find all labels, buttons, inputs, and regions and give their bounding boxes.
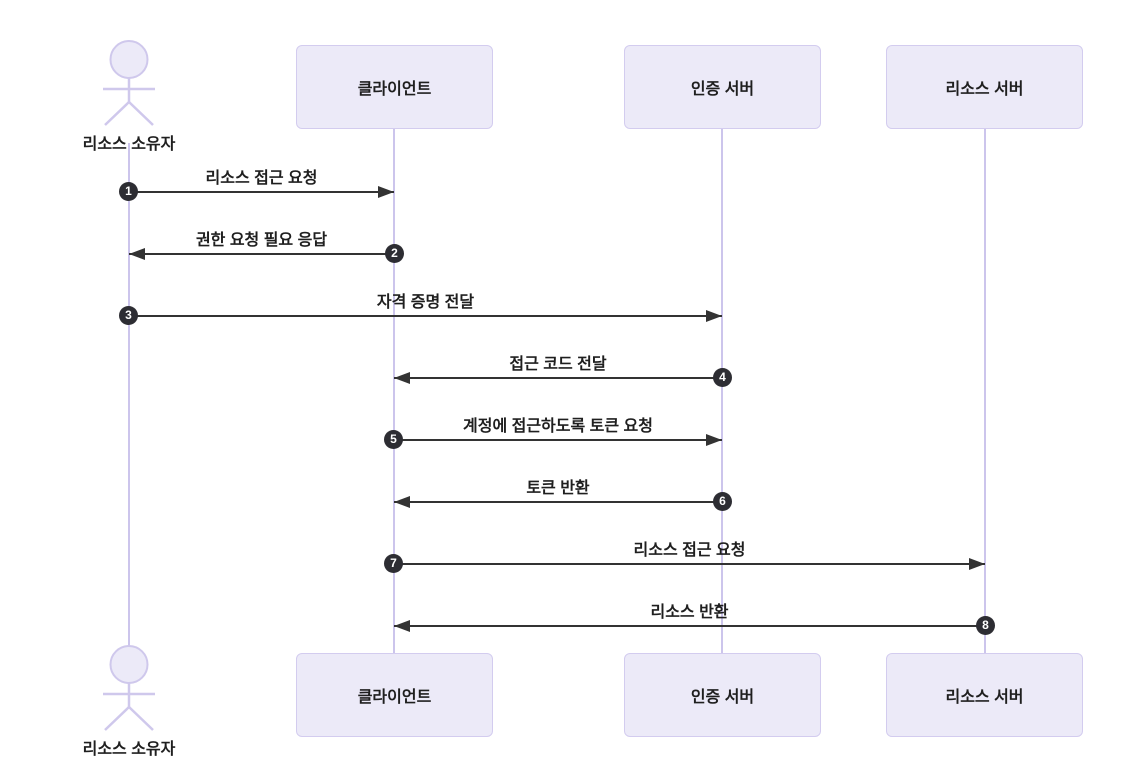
sequence-number-badge: 6 — [713, 492, 732, 511]
participant-client-bottom: 클라이언트 — [296, 653, 493, 737]
actor-label: 리소스 소유자 — [82, 136, 176, 153]
person-icon — [103, 645, 155, 731]
message-label: 자격 증명 전달 — [376, 294, 475, 311]
sequence-number-badge: 1 — [119, 182, 138, 201]
participant-label: 클라이언트 — [357, 689, 432, 706]
arrow-left-icon — [394, 620, 985, 632]
message-1: 리소스 접근 요청 1 — [119, 164, 394, 206]
arrow-left-icon — [394, 372, 722, 384]
message-2: 권한 요청 필요 응답 2 — [129, 226, 404, 268]
participant-auth-server-top: 인증 서버 — [624, 45, 821, 129]
lifeline-resource-owner — [128, 143, 130, 646]
lifeline-auth-server — [721, 129, 723, 653]
message-5: 계정에 접근하도록 토큰 요청 5 — [384, 412, 722, 454]
message-6: 토큰 반환 6 — [394, 474, 732, 516]
actor-resource-owner-bottom: 리소스 소유자 — [59, 645, 199, 759]
message-label: 리소스 접근 요청 — [205, 170, 318, 187]
message-4: 접근 코드 전달 4 — [394, 350, 732, 392]
sequence-number-badge: 2 — [385, 244, 404, 263]
participant-resource-server-top: 리소스 서버 — [886, 45, 1083, 129]
message-7: 리소스 접근 요청 7 — [384, 536, 985, 578]
arrow-left-icon — [394, 496, 722, 508]
arrow-right-icon — [394, 434, 722, 446]
sequence-number-badge: 7 — [384, 554, 403, 573]
lifeline-client — [393, 129, 395, 653]
arrow-right-icon — [129, 186, 394, 198]
arrow-right-icon — [129, 310, 722, 322]
message-label: 권한 요청 필요 응답 — [195, 232, 328, 249]
participant-label: 클라이언트 — [357, 81, 432, 98]
participant-label: 인증 서버 — [690, 81, 755, 98]
message-label: 접근 코드 전달 — [509, 356, 607, 373]
sequence-number-badge: 5 — [384, 430, 403, 449]
participant-resource-server-bottom: 리소스 서버 — [886, 653, 1083, 737]
arrow-right-icon — [394, 558, 985, 570]
participant-client-top: 클라이언트 — [296, 45, 493, 129]
message-label: 리소스 접근 요청 — [633, 542, 746, 559]
person-icon — [103, 40, 155, 126]
message-3: 자격 증명 전달 3 — [119, 288, 722, 330]
message-label: 계정에 접근하도록 토큰 요청 — [463, 418, 653, 435]
arrow-left-icon — [129, 248, 394, 260]
actor-label: 리소스 소유자 — [82, 741, 176, 758]
participant-label: 인증 서버 — [690, 689, 755, 706]
participant-auth-server-bottom: 인증 서버 — [624, 653, 821, 737]
sequence-number-badge: 3 — [119, 306, 138, 325]
message-label: 토큰 반환 — [526, 480, 590, 497]
participant-label: 리소스 서버 — [945, 689, 1024, 706]
message-8: 리소스 반환 8 — [394, 598, 995, 640]
actor-resource-owner-top: 리소스 소유자 — [59, 40, 199, 154]
participant-label: 리소스 서버 — [945, 81, 1024, 98]
message-label: 리소스 반환 — [650, 604, 729, 621]
sequence-number-badge: 4 — [713, 368, 732, 387]
lifeline-resource-server — [984, 129, 986, 653]
sequence-number-badge: 8 — [976, 616, 995, 635]
